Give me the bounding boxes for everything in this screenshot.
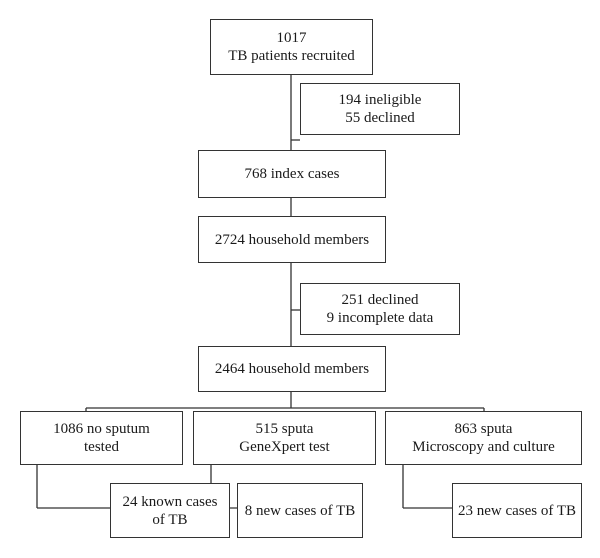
excluded-2-line-1: 251 declined (341, 292, 419, 308)
known-cases-line-1: 24 known cases (122, 493, 218, 510)
known-cases-line-2: of TB (152, 511, 188, 528)
household-2724-label: 2724 household members (214, 231, 370, 248)
microscopy-line-1: 863 sputa (454, 421, 513, 437)
index-cases-label: 768 index cases (244, 166, 340, 182)
new-cases-genexpert-box: 8 new cases of TB (237, 483, 363, 538)
known-cases-box: 24 known cases of TB (110, 483, 230, 538)
genexpert-box: 515 sputa GeneXpert test (193, 411, 376, 465)
microscopy-box: 863 sputa Microscopy and culture (385, 411, 582, 465)
recruited-box: 1017 TB patients recruited (210, 19, 373, 75)
no-sputum-line-1: 1086 no sputum (53, 421, 150, 437)
new-cases-microscopy-box: 23 new cases of TB (452, 483, 582, 538)
excluded-box-2: 251 declined 9 incomplete data (300, 283, 460, 335)
excluded-2-line-2: 9 incomplete data (326, 310, 434, 326)
household-2464-label: 2464 household members (214, 361, 370, 377)
genexpert-line-1: 515 sputa (255, 421, 314, 437)
no-sputum-line-2: tested (84, 439, 119, 455)
excluded-box-1: 194 ineligible 55 declined (300, 83, 460, 135)
genexpert-line-2: GeneXpert test (239, 439, 330, 455)
index-cases-box: 768 index cases (198, 150, 386, 198)
excluded-1-line-2: 55 declined (345, 110, 415, 126)
new-cases-genexpert-label: 8 new cases of TB (244, 502, 356, 519)
microscopy-line-2: Microscopy and culture (412, 439, 555, 455)
household-2464-box: 2464 household members (198, 346, 386, 392)
household-2724-box: 2724 household members (198, 216, 386, 263)
new-cases-microscopy-label: 23 new cases of TB (457, 502, 577, 519)
recruited-line-2: TB patients recruited (228, 48, 355, 64)
excluded-1-line-1: 194 ineligible (338, 92, 422, 108)
recruited-line-1: 1017 (276, 30, 307, 46)
no-sputum-box: 1086 no sputum tested (20, 411, 183, 465)
